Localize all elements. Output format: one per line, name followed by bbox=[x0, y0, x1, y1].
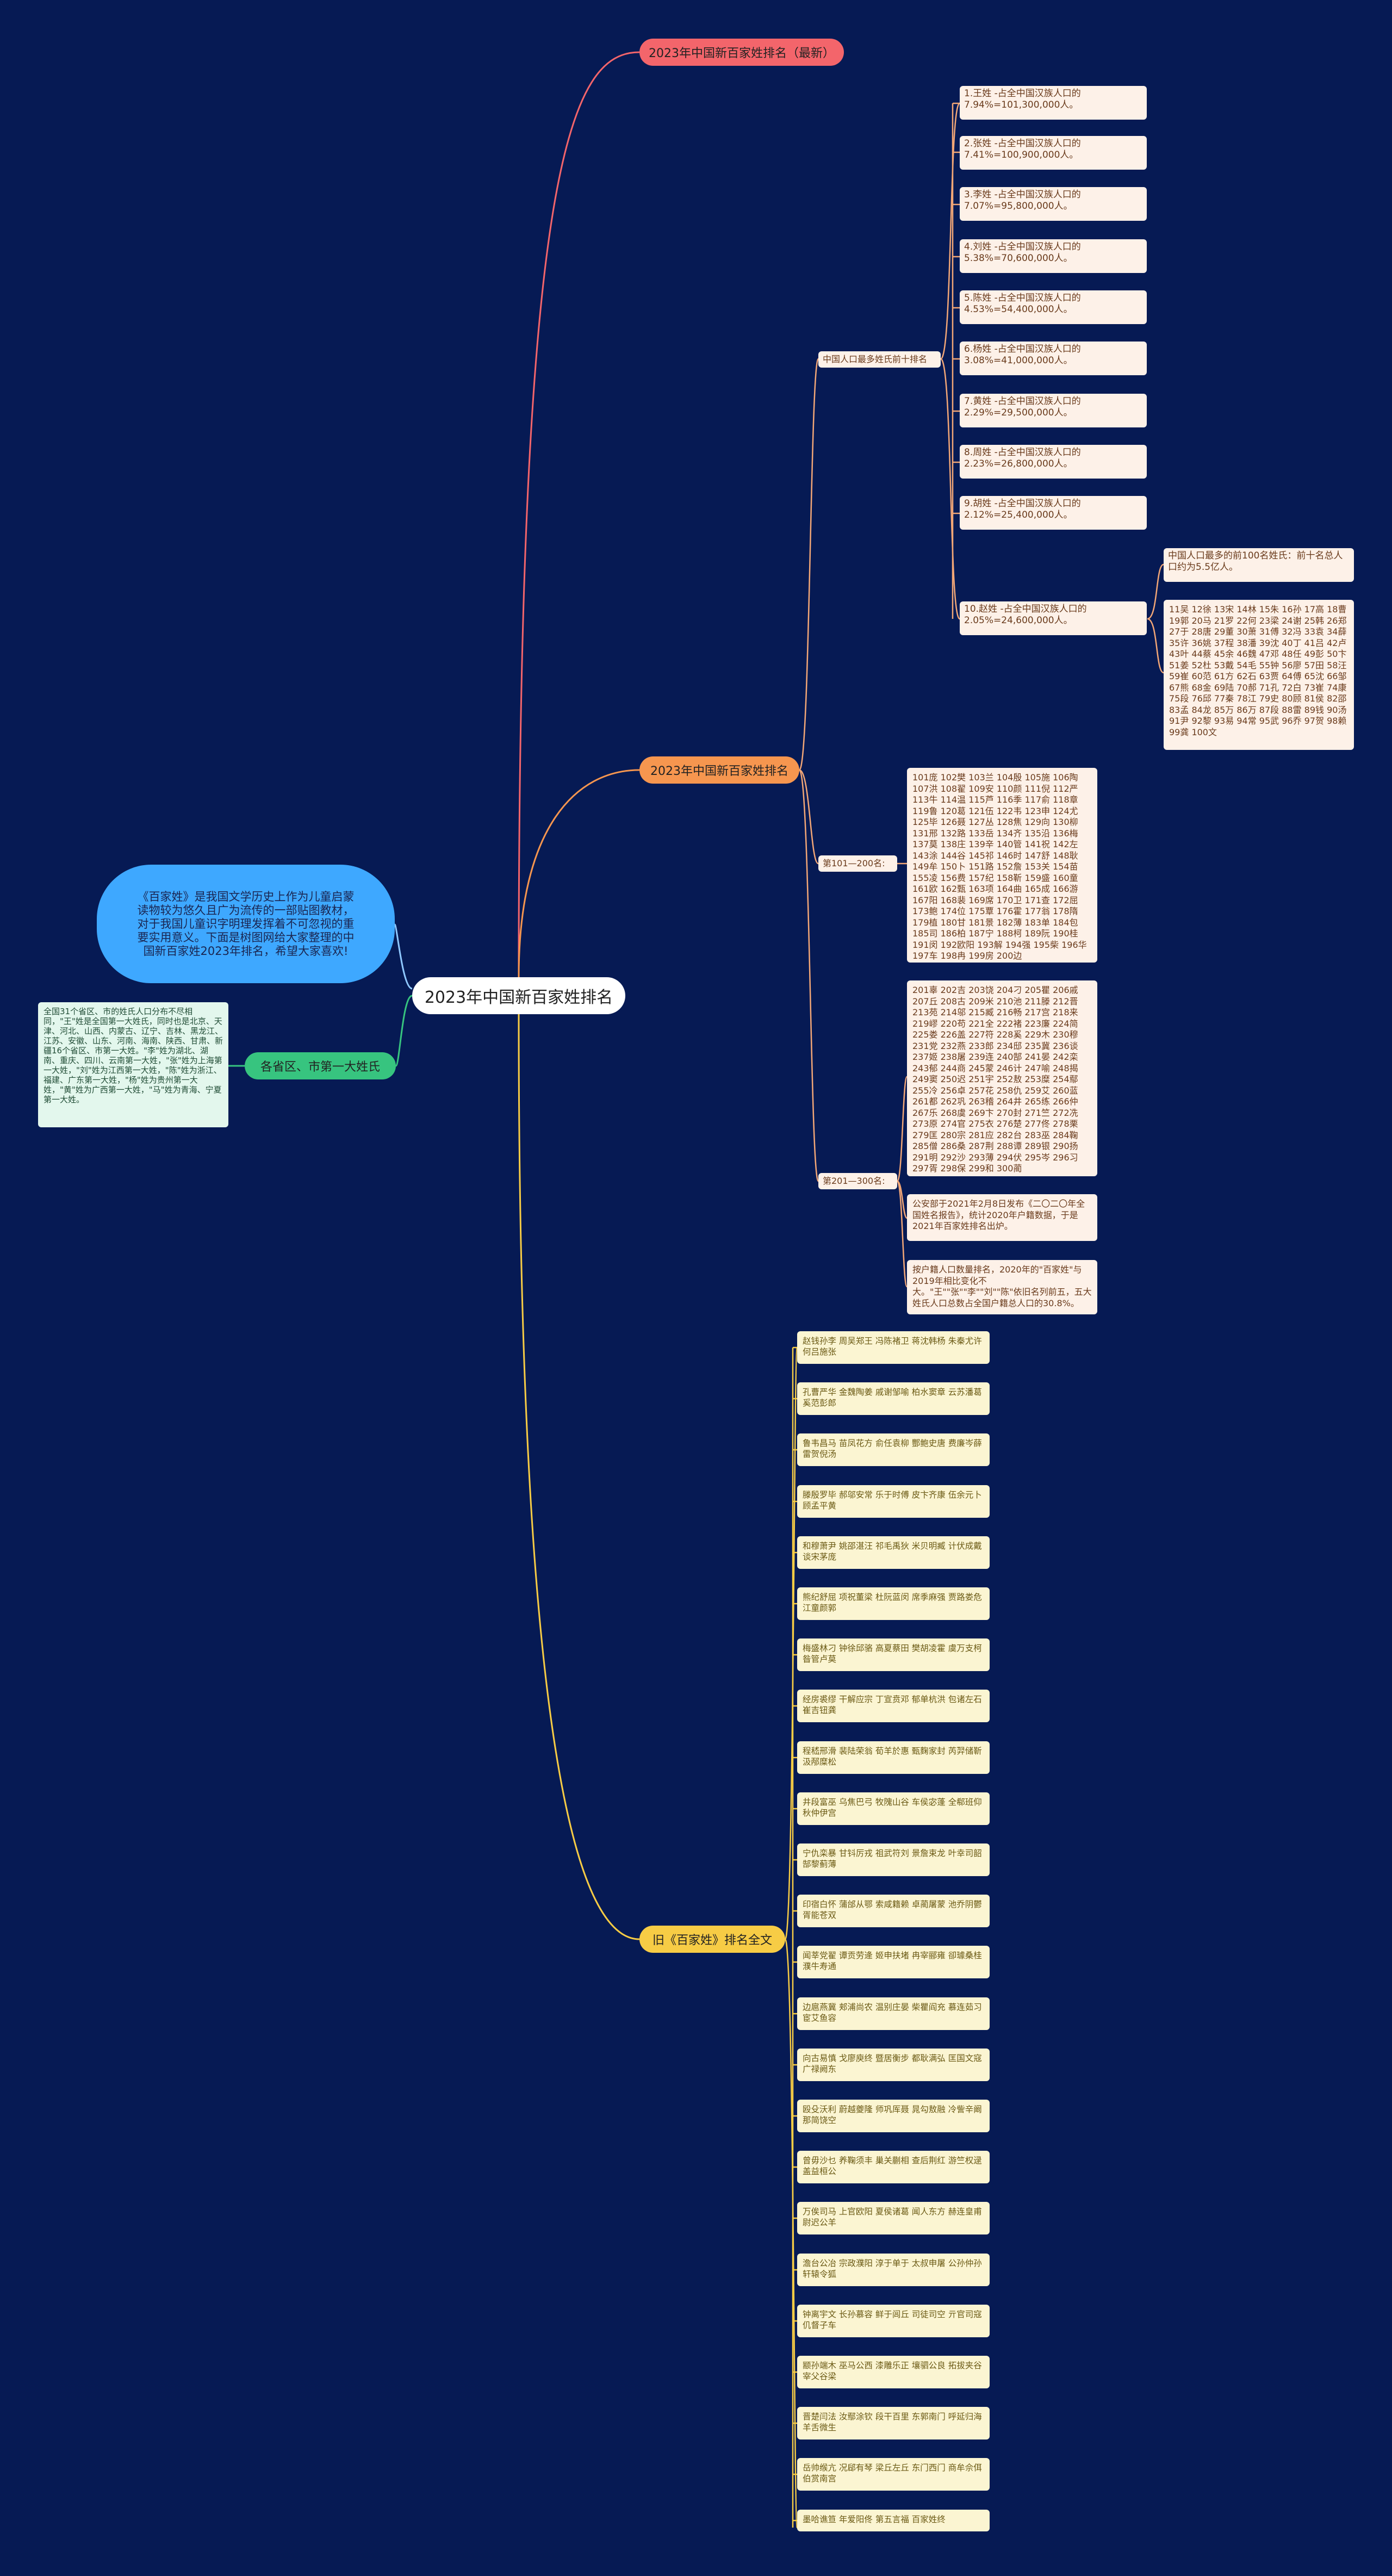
old-baijiaxing-line-16[interactable]: 殴殳沃利 蔚越夔隆 师巩厍聂 晁勾敖融 冷訾辛阚 那简饶空 bbox=[797, 2100, 990, 2132]
old-baijiaxing-line-9[interactable]: 程嵇邢滑 裴陆荣翁 荀羊於惠 甄麴家封 芮羿储靳 汲邴糜松 bbox=[797, 1741, 990, 1774]
intro-bubble: 《百家姓》是我国文学历史上作为儿童启蒙读物较为悠久且广为流传的一部贴图教材，对于… bbox=[97, 865, 395, 983]
range201-list: 201辜 202吉 203饶 204刁 205瞿 206戚 207丘 208古 … bbox=[907, 980, 1097, 1176]
top10-label[interactable]: 中国人口最多姓氏前十排名 bbox=[818, 351, 941, 368]
old-baijiaxing-line-12[interactable]: 印宿白怀 蒲邰从鄂 索咸籍赖 卓蔺屠蒙 池乔阴鬱 胥能苍双 bbox=[797, 1895, 990, 1927]
branch-provinces[interactable]: 各省区、市第一大姓氏 bbox=[245, 1052, 396, 1079]
old-baijiaxing-line-1[interactable]: 赵钱孙李 周吴郑王 冯陈褚卫 蒋沈韩杨 朱秦尤许 何吕施张 bbox=[797, 1331, 990, 1364]
branch-ranking-2023[interactable]: 2023年中国新百家姓排名 bbox=[639, 756, 799, 784]
old-baijiaxing-line-7[interactable]: 梅盛林刁 钟徐邱骆 高夏蔡田 樊胡凌霍 虞万支柯 昝管卢莫 bbox=[797, 1638, 990, 1671]
old-baijiaxing-line-6[interactable]: 熊纪舒屈 项祝董梁 杜阮蓝闵 席季麻强 贾路娄危 江童颜郭 bbox=[797, 1587, 990, 1620]
provinces-note: 全国31个省区、市的姓氏人口分布不尽相同，"王"姓是全国第一大姓氏，同时也是北京… bbox=[38, 1002, 228, 1127]
old-baijiaxing-line-20[interactable]: 钟离宇文 长孙慕容 鲜于闾丘 司徒司空 亓官司寇 仉督子车 bbox=[797, 2305, 990, 2337]
old-baijiaxing-line-2[interactable]: 孔曹严华 金魏陶姜 戚谢邹喻 柏水窦章 云苏潘葛 奚范彭郎 bbox=[797, 1382, 990, 1415]
branch-latest-ranking[interactable]: 2023年中国新百家姓排名（最新） bbox=[639, 39, 844, 66]
old-baijiaxing-line-11[interactable]: 宁仇栾暴 甘钭厉戎 祖武符刘 景詹束龙 叶幸司韶 郜黎蓟薄 bbox=[797, 1843, 990, 1876]
top11-100-list: 11吴 12徐 13宋 14林 15朱 16孙 17高 18曹 19郭 20马 … bbox=[1164, 600, 1354, 750]
top10-item-7[interactable]: 7.黄姓 -占全中国汉族人口的 2.29%=29,500,000人。 bbox=[960, 394, 1147, 427]
top10-item-6[interactable]: 6.杨姓 -占全中国汉族人口的 3.08%=41,000,000人。 bbox=[960, 342, 1147, 375]
top10-item-8[interactable]: 8.周姓 -占全中国汉族人口的 2.23%=26,800,000人。 bbox=[960, 445, 1147, 479]
top10-item-2[interactable]: 2.张姓 -占全中国汉族人口的 7.41%=100,900,000人。 bbox=[960, 136, 1147, 170]
old-baijiaxing-line-21[interactable]: 颛孙端木 巫马公西 漆雕乐正 壤驷公良 拓拔夹谷 宰父谷梁 bbox=[797, 2356, 990, 2388]
root-topic[interactable]: 2023年中国新百家姓排名 bbox=[412, 977, 625, 1014]
old-baijiaxing-line-15[interactable]: 向古易慎 戈廖庾终 暨居衡步 都耿满弘 匡国文寇 广禄阙东 bbox=[797, 2049, 990, 2081]
old-baijiaxing-line-3[interactable]: 鲁韦昌马 苗凤花方 俞任袁柳 酆鲍史唐 费廉岑薛 雷贺倪汤 bbox=[797, 1433, 990, 1466]
top10-item-3[interactable]: 3.李姓 -占全中国汉族人口的 7.07%=95,800,000人。 bbox=[960, 187, 1147, 221]
range101-list: 101庞 102樊 103兰 104殷 105施 106陶 107洪 108翟 … bbox=[907, 768, 1097, 963]
note-household-ranking: 按户籍人口数量排名，2020年的"百家姓"与2019年相比变化不大。"王""张"… bbox=[907, 1260, 1097, 1314]
old-baijiaxing-line-19[interactable]: 澹台公冶 宗政濮阳 淳于单于 太叔申屠 公孙仲孙 轩辕令狐 bbox=[797, 2254, 990, 2286]
range201-label[interactable]: 第201—300名: bbox=[818, 1173, 897, 1189]
old-baijiaxing-line-24[interactable]: 墨哈谯笪 年爱阳佟 第五言福 百家姓终 bbox=[797, 2510, 990, 2531]
note-2020-report: 公安部于2021年2月8日发布《二〇二〇年全国姓名报告》，统计2020年户籍数据… bbox=[907, 1194, 1097, 1241]
top10-item-4[interactable]: 4.刘姓 -占全中国汉族人口的 5.38%=70,600,000人。 bbox=[960, 239, 1147, 273]
old-baijiaxing-line-13[interactable]: 闻莘党翟 谭贡劳逄 姬申扶堵 冉宰郦雍 卻璩桑桂 濮牛寿通 bbox=[797, 1946, 990, 1978]
old-baijiaxing-line-4[interactable]: 滕殷罗毕 郝邬安常 乐于时傅 皮卞齐康 伍余元卜 顾孟平黄 bbox=[797, 1485, 990, 1518]
top10-item-10[interactable]: 10.赵姓 -占全中国汉族人口的 2.05%=24,600,000人。 bbox=[960, 601, 1147, 635]
old-baijiaxing-line-22[interactable]: 晋楚闫法 汝鄢涂钦 段干百里 东郭南门 呼延归海 羊舌微生 bbox=[797, 2407, 990, 2440]
old-baijiaxing-line-5[interactable]: 和穆萧尹 姚邵湛汪 祁毛禹狄 米贝明臧 计伏成戴 谈宋茅庞 bbox=[797, 1536, 990, 1569]
top100-summary-note: 中国人口最多的前100名姓氏：前十名总人口约为5.5亿人。 bbox=[1164, 548, 1354, 582]
old-baijiaxing-line-23[interactable]: 岳帅缑亢 况郈有琴 梁丘左丘 东门西门 商牟佘佴 伯赏南宫 bbox=[797, 2458, 990, 2491]
top10-item-9[interactable]: 9.胡姓 -占全中国汉族人口的 2.12%=25,400,000人。 bbox=[960, 496, 1147, 530]
top10-item-1[interactable]: 1.王姓 -占全中国汉族人口的 7.94%=101,300,000人。 bbox=[960, 86, 1147, 120]
old-baijiaxing-line-10[interactable]: 井段富巫 乌焦巴弓 牧隗山谷 车侯宓蓬 全郗班仰 秋仲伊宫 bbox=[797, 1792, 990, 1825]
old-baijiaxing-line-17[interactable]: 曾毋沙乜 养鞠须丰 巢关蒯相 查后荆红 游竺权逯 盖益桓公 bbox=[797, 2151, 990, 2183]
old-baijiaxing-line-18[interactable]: 万俟司马 上官欧阳 夏侯诸葛 闻人东方 赫连皇甫 尉迟公羊 bbox=[797, 2202, 990, 2234]
range101-label[interactable]: 第101—200名: bbox=[818, 855, 897, 872]
branch-old-baijiaxing[interactable]: 旧《百家姓》排名全文 bbox=[639, 1926, 785, 1953]
old-baijiaxing-line-14[interactable]: 边扈燕冀 郏浦尚农 温别庄晏 柴瞿阎充 慕连茹习 宦艾鱼容 bbox=[797, 1997, 990, 2030]
top10-item-5[interactable]: 5.陈姓 -占全中国汉族人口的 4.53%=54,400,000人。 bbox=[960, 290, 1147, 324]
old-baijiaxing-line-8[interactable]: 经房裘缪 干解应宗 丁宣贲邓 郁单杭洪 包诸左石 崔吉钮龚 bbox=[797, 1690, 990, 1722]
